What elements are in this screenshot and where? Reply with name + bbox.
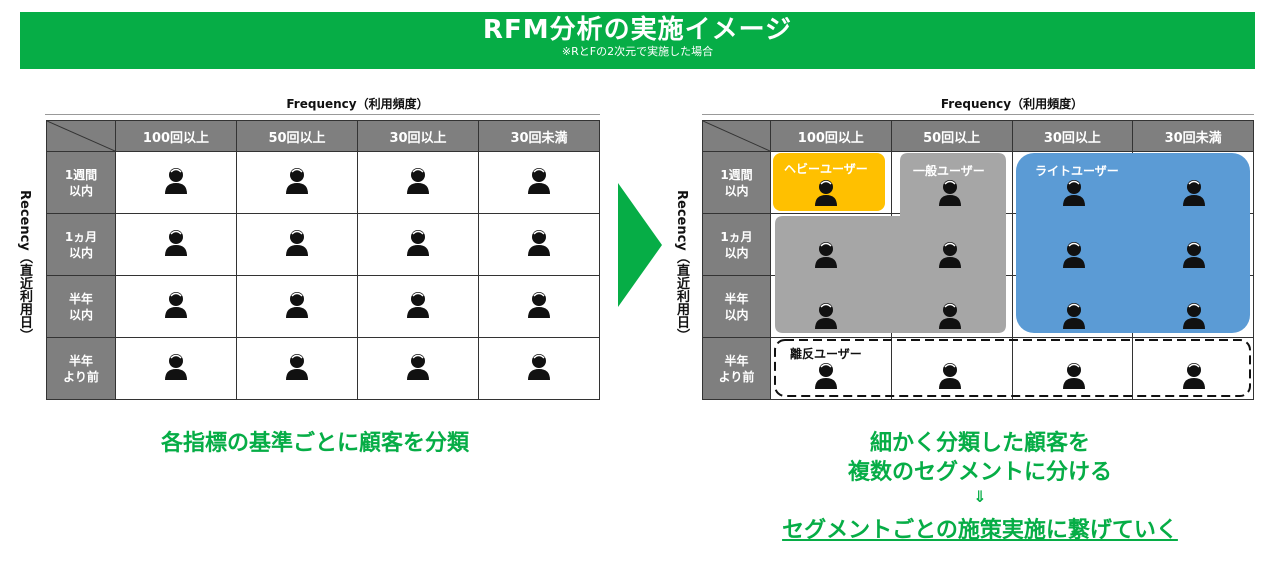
grid-cell [236, 275, 358, 338]
recency-axis-label: Recency（直近利用日） [674, 190, 689, 342]
person-icon [163, 229, 189, 257]
corner-cell [46, 120, 116, 152]
row-header: 1週間 以内 [46, 151, 116, 214]
person-icon [405, 229, 431, 257]
person-icon [405, 353, 431, 381]
column-header: 100回以上 [115, 120, 237, 152]
left-caption: 各指標の基準ごとに顧客を分類 [160, 431, 469, 456]
person-icon [1061, 179, 1087, 211]
frequency-axis-line [45, 114, 600, 115]
churn-user-segment [774, 339, 1251, 397]
grid-cell [115, 275, 237, 338]
person-icon [526, 353, 552, 381]
frequency-axis-label: Frequency（利用頻度） [940, 97, 1084, 111]
down-arrow-icon: ⇓ [973, 487, 987, 506]
person-icon [1181, 362, 1207, 394]
column-header: 30回以上 [1011, 120, 1134, 152]
column-header: 30回以上 [357, 120, 479, 152]
person-icon [163, 291, 189, 319]
row-header: 半年 より前 [46, 337, 116, 400]
grid-cell [236, 213, 358, 276]
person-icon [813, 362, 839, 394]
grid-cell [357, 337, 479, 400]
row-header: 半年 以内 [46, 275, 116, 338]
person-icon [405, 167, 431, 195]
grid-cell [478, 337, 600, 400]
row-header: 半年 以内 [702, 275, 771, 338]
person-icon [1181, 302, 1207, 334]
general-user-label: 一般ユーザー [913, 164, 985, 178]
person-icon [526, 167, 552, 195]
column-header: 100回以上 [770, 120, 892, 152]
page-subtitle: ※RとFの2次元で実施した場合 [561, 45, 714, 58]
frequency-axis-line [702, 114, 1254, 115]
person-icon [813, 241, 839, 273]
person-icon [1061, 362, 1087, 394]
column-header: 30回未満 [1132, 120, 1254, 152]
page-title: RFM分析の実施イメージ [482, 15, 793, 45]
light-user-label: ライトユーザー [1035, 164, 1119, 178]
churn-user-label: 離反ユーザー [790, 347, 862, 361]
person-icon [526, 291, 552, 319]
person-icon [937, 241, 963, 273]
header-banner: RFM分析の実施イメージ ※RとFの2次元で実施した場合 [20, 12, 1255, 69]
grid-cell [478, 151, 600, 214]
person-icon [284, 167, 310, 195]
grid-cell [115, 213, 237, 276]
corner-diagonal [47, 121, 115, 151]
corner-diagonal [703, 121, 770, 151]
grid-cell [236, 337, 358, 400]
grid-cell [357, 151, 479, 214]
person-icon [284, 229, 310, 257]
person-icon [1181, 179, 1207, 211]
person-icon [284, 353, 310, 381]
grid-cell [357, 275, 479, 338]
person-icon [937, 302, 963, 334]
frequency-axis-label: Frequency（利用頻度） [286, 97, 429, 111]
heavy-user-label: ヘビーユーザー [784, 162, 868, 176]
person-icon [1061, 302, 1087, 334]
recency-axis-label: Recency（直近利用日） [17, 190, 32, 342]
left-grid-table: 100回以上 50回以上 30回以上 30回未満 1週間 以内 1ヵ月 以内 半… [46, 120, 600, 400]
corner-cell [702, 120, 771, 152]
person-icon [813, 302, 839, 334]
right-caption-line3: セグメントごとの施策実施に繋げていく [782, 518, 1178, 543]
person-icon [1061, 241, 1087, 273]
person-icon [1181, 241, 1207, 273]
light-user-segment [1016, 153, 1250, 333]
row-header: 1週間 以内 [702, 151, 771, 214]
person-icon [163, 167, 189, 195]
grid-cell [478, 213, 600, 276]
person-icon [937, 179, 963, 211]
grid-cell [236, 151, 358, 214]
row-header: 1ヵ月 以内 [702, 213, 771, 276]
person-icon [526, 229, 552, 257]
person-icon [405, 291, 431, 319]
person-icon [937, 362, 963, 394]
right-caption-line1: 細かく分類した顧客を [869, 431, 1090, 456]
grid-cell [115, 337, 237, 400]
grid-cell [357, 213, 479, 276]
right-arrow-icon [618, 183, 662, 307]
row-header: 1ヵ月 以内 [46, 213, 116, 276]
grid-cell [478, 275, 600, 338]
person-icon [163, 353, 189, 381]
row-header: 半年 より前 [702, 337, 771, 400]
person-icon [813, 179, 839, 211]
person-icon [284, 291, 310, 319]
right-caption-line2: 複数のセグメントに分ける [847, 460, 1112, 485]
column-header: 50回以上 [236, 120, 358, 152]
